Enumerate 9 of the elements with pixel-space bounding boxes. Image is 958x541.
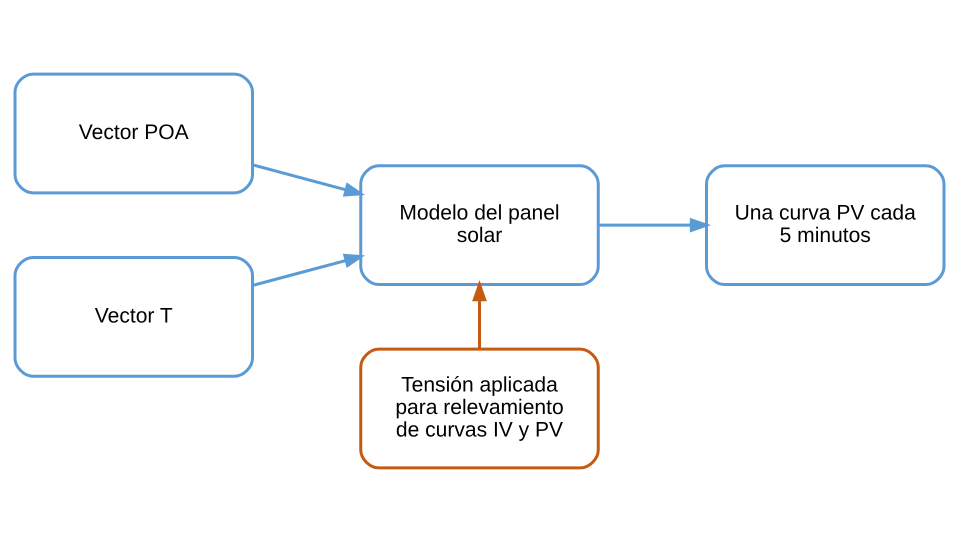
node-box: Tensión aplicada para relevamiento de curvas IV y PV [358,347,600,469]
arrow [252,253,365,286]
arrow [472,280,486,349]
arrow [252,162,365,196]
node-box: Modelo del panel solar [358,164,600,286]
node-box: Una curva PV cada 5 minutos [704,164,945,286]
arrow [598,217,710,232]
node-box: Vector POA [13,72,254,194]
node-box: Vector T [13,255,254,378]
